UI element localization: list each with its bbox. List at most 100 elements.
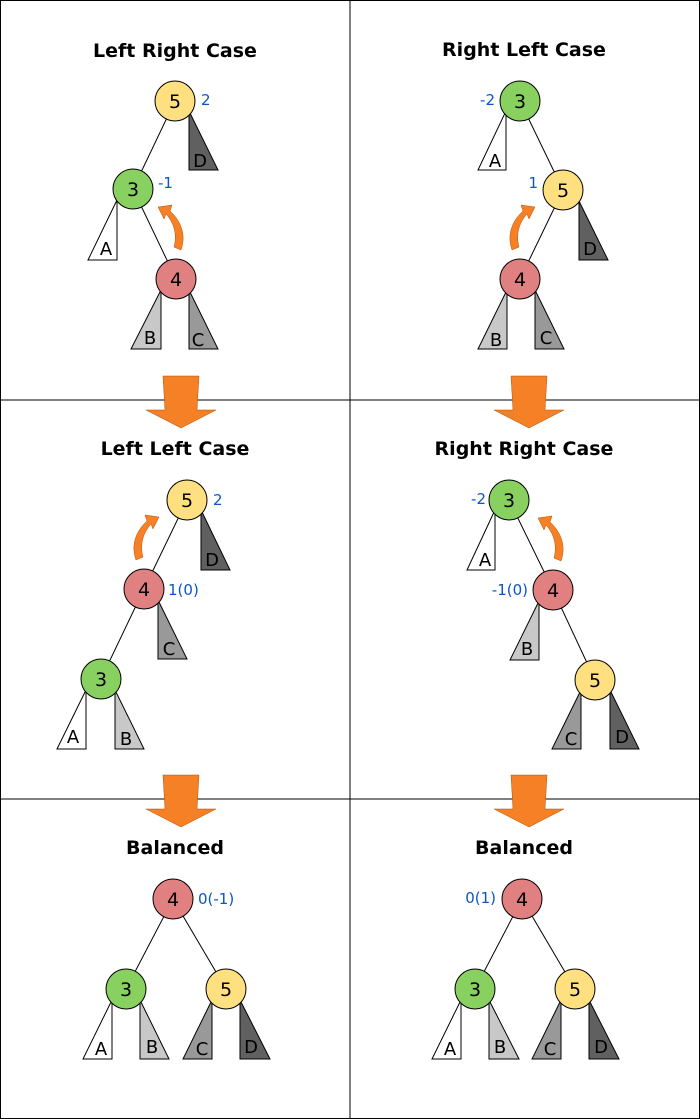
panel-title: Right Right Case — [435, 438, 614, 460]
node-label: 3 — [127, 179, 139, 201]
subtree-label: B — [146, 1037, 158, 1058]
subtree-triangle — [477, 110, 507, 171]
node-circle — [554, 968, 596, 1010]
subtree-label: B — [521, 639, 533, 660]
node-circle — [488, 479, 530, 521]
subtree-label: C — [540, 328, 553, 349]
subtree-label: D — [205, 550, 219, 571]
subtree-label: D — [193, 151, 207, 172]
node-label: 5 — [169, 91, 181, 113]
balance-factor: -1(0) — [492, 581, 528, 599]
balance-factor: 2 — [213, 491, 223, 509]
subtree-triangle — [114, 689, 145, 750]
subtree-triangle — [82, 999, 113, 1060]
panel-left-left-case: Left Left Case 5 4 3 2 1(0) D C A B — [56, 438, 250, 750]
subtree-label: C — [565, 729, 578, 750]
subtree-triangle — [509, 600, 540, 661]
subtree-label: A — [100, 239, 113, 260]
subtree-triangle — [578, 200, 609, 261]
node-circle — [205, 968, 247, 1010]
node-circle — [123, 568, 165, 610]
subtree-triangle — [56, 689, 87, 750]
panel-title: Left Left Case — [101, 438, 250, 460]
panel-balanced-left: Balanced 4 3 5 0(-1) A B C D — [82, 837, 271, 1060]
subtree-label: A — [67, 727, 80, 748]
subtree-label: D — [244, 1037, 258, 1058]
node-label: 4 — [514, 269, 526, 291]
node-circle — [105, 968, 147, 1010]
subtree-label: B — [144, 328, 156, 349]
subtree-triangle — [609, 689, 640, 750]
down-arrow-icon — [493, 774, 565, 828]
node-label: 5 — [569, 979, 581, 1001]
node-label: 5 — [589, 670, 601, 692]
subtree-triangle — [182, 999, 213, 1060]
balance-factor: 1(0) — [168, 581, 199, 599]
node-circle — [80, 658, 122, 700]
subtree-triangle — [431, 999, 462, 1060]
panel-title: Right Left Case — [442, 39, 606, 61]
subtree-label: A — [479, 550, 492, 571]
subtree-triangle — [157, 599, 188, 660]
subtree-label: A — [489, 151, 502, 172]
subtree-label: A — [95, 1039, 108, 1060]
rotate-left-arrow-icon — [157, 204, 184, 251]
subtree-triangle — [139, 999, 170, 1060]
down-arrow-icon — [493, 375, 565, 429]
subtree-label: D — [615, 727, 629, 748]
balance-factor: -2 — [471, 490, 486, 508]
subtree-triangle — [477, 289, 508, 350]
node-label: 4 — [170, 269, 182, 291]
balance-factor: 0(1) — [465, 889, 496, 907]
node-circle — [499, 258, 541, 300]
subtree-triangle — [488, 999, 520, 1060]
subtree-label: B — [490, 330, 502, 351]
node-label: 4 — [547, 580, 559, 602]
subtree-label: C — [196, 1039, 209, 1060]
node-circle — [542, 169, 584, 211]
node-circle — [501, 878, 543, 920]
subtree-label: D — [594, 1037, 608, 1058]
node-label: 4 — [167, 889, 179, 911]
panel-title: Balanced — [475, 837, 573, 859]
node-circle — [154, 80, 196, 122]
balance-factor: -1 — [158, 174, 173, 192]
down-arrow-icon — [145, 375, 217, 429]
node-label: 5 — [220, 979, 232, 1001]
node-circle — [454, 968, 496, 1010]
panel-right-left-case: Right Left Case 3 5 4 -2 1 A D B C — [442, 39, 609, 351]
node-circle — [574, 659, 616, 701]
subtree-triangle — [87, 199, 118, 261]
node-label: 4 — [138, 579, 150, 601]
rotate-left-arrow-icon — [537, 515, 564, 562]
panel-right-right-case: Right Right Case 3 4 5 -2 -1(0) A B C D — [435, 438, 640, 750]
subtree-triangle — [188, 110, 219, 171]
rotate-right-arrow-icon — [133, 514, 160, 561]
node-label: 5 — [557, 180, 569, 202]
panel-balanced-right: Balanced 4 3 5 0(1) A B C D — [431, 837, 620, 1060]
node-label: 3 — [469, 979, 481, 1001]
panel-title: Balanced — [126, 837, 224, 859]
node-circle — [499, 80, 541, 122]
balance-factor: 2 — [201, 91, 211, 109]
subtree-label: B — [120, 729, 132, 750]
node-circle — [166, 479, 208, 521]
node-label: 3 — [503, 490, 515, 512]
subtree-label: A — [444, 1039, 457, 1060]
panel-title: Left Right Case — [93, 40, 257, 62]
node-label: 3 — [120, 979, 132, 1001]
node-label: 4 — [516, 889, 528, 911]
subtree-label: D — [583, 239, 597, 260]
balance-factor: 0(-1) — [198, 890, 234, 908]
subtree-triangle — [466, 509, 496, 571]
subtree-triangle — [588, 999, 620, 1060]
node-circle — [112, 168, 154, 210]
node-circle — [532, 569, 574, 611]
subtree-triangle — [239, 999, 271, 1060]
subtree-triangle — [534, 289, 565, 350]
subtree-triangle — [130, 289, 162, 350]
node-label: 3 — [514, 91, 526, 113]
